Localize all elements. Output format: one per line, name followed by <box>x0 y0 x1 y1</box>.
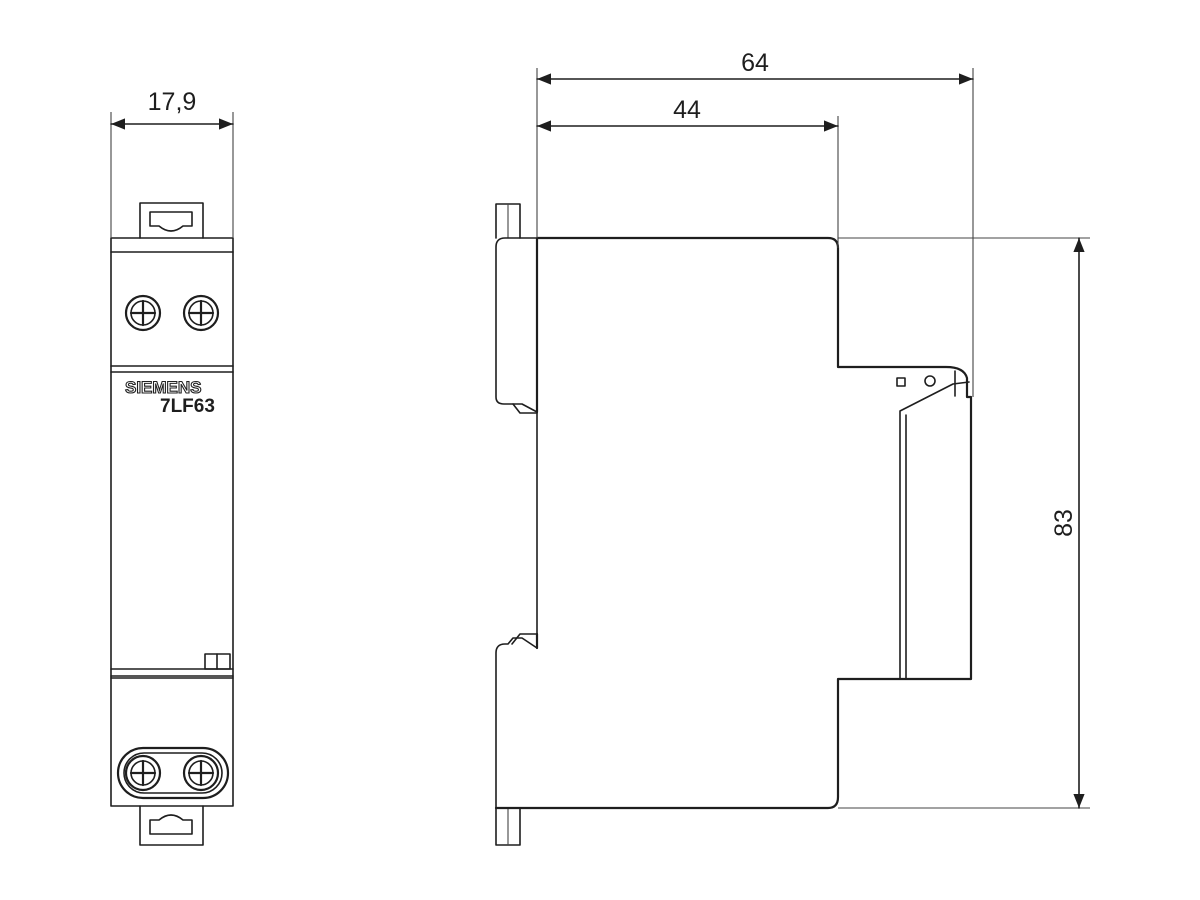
lower-terminal-screws <box>124 754 220 792</box>
side-led <box>924 375 936 387</box>
total-depth-text: 64 <box>741 49 769 77</box>
front-view: SIEMENS 7LF63 <box>110 202 234 846</box>
body-depth-text: 44 <box>673 96 701 124</box>
dimension-total-depth: 64 <box>536 49 974 397</box>
height-text: 83 <box>1050 509 1078 537</box>
upper-hook <box>495 237 539 413</box>
dimension-front-width: 17,9 <box>110 88 234 238</box>
side-body <box>494 236 973 810</box>
top-clip <box>139 202 204 239</box>
upper-terminal-screws <box>124 294 220 332</box>
dimension-height: 83 <box>838 237 1090 809</box>
brand-label: SIEMENS <box>125 378 202 397</box>
side-indicator <box>896 377 906 387</box>
lower-terminal-block <box>116 746 230 800</box>
dimension-body-depth: 44 <box>536 96 839 248</box>
bottom-clip <box>139 805 204 846</box>
front-body <box>110 251 234 679</box>
front-width-text: 17,9 <box>148 88 197 116</box>
lower-hook <box>495 633 538 809</box>
model-label: 7LF63 <box>160 396 215 417</box>
side-view <box>494 203 973 846</box>
